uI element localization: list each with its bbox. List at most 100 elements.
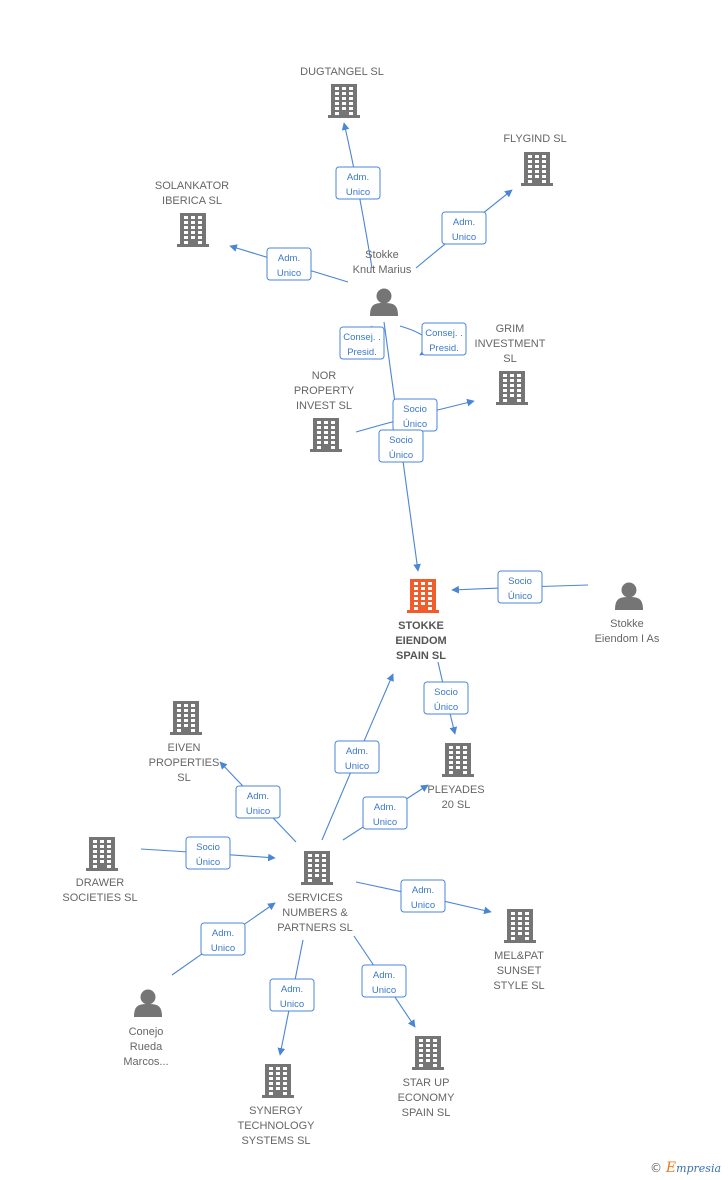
- relation-label-services-eiven[interactable]: Adm.Unico: [235, 785, 281, 819]
- node-label-line: NUMBERS &: [282, 907, 348, 919]
- node-label-line: STAR UP: [403, 1077, 450, 1089]
- relation-label-services-melpat[interactable]: Adm.Unico: [400, 879, 446, 913]
- relation-label-box[interactable]: [423, 681, 469, 715]
- node-label-line: SOCIETIES SL: [62, 892, 137, 904]
- relation-label-text: Unico: [346, 187, 370, 198]
- building-icon: [328, 84, 360, 118]
- relation-label-box[interactable]: [335, 166, 381, 200]
- node-dugtangel[interactable]: DUGTANGEL SL: [300, 66, 384, 118]
- node-label-line: SYNERGY: [249, 1105, 303, 1117]
- relation-label-text: Adm.: [281, 984, 303, 995]
- relation-label-knut-grim[interactable]: Consej. .Presid.: [421, 322, 467, 356]
- node-label-line: Conejo: [129, 1026, 164, 1038]
- building-icon: [407, 579, 439, 613]
- node-label-line: STOKKE: [398, 620, 444, 632]
- relation-label-box[interactable]: [497, 570, 543, 604]
- node-flygind[interactable]: FLYGIND SL: [503, 133, 567, 186]
- relation-label-text: Unico: [277, 268, 301, 279]
- relation-label-text: Socio: [403, 404, 427, 415]
- relation-label-text: Socio: [508, 576, 532, 587]
- relation-label-box[interactable]: [339, 326, 385, 360]
- relation-label-box[interactable]: [378, 429, 424, 463]
- person-icon: [370, 288, 398, 316]
- building-icon: [504, 909, 536, 943]
- relation-label-box[interactable]: [266, 247, 312, 281]
- relation-label-text: Único: [196, 857, 220, 868]
- relation-label-services-stokke_eiendom[interactable]: Adm.Unico: [334, 740, 380, 774]
- relation-label-text: Adm.: [278, 253, 300, 264]
- person-icon: [615, 582, 643, 610]
- relation-label-box[interactable]: [269, 978, 315, 1012]
- node-label-line: PROPERTY: [294, 385, 355, 397]
- relation-label-conejo-services[interactable]: Adm. Unico: [200, 922, 246, 956]
- relation-label-services-synergy[interactable]: Adm.Unico: [269, 978, 315, 1012]
- node-label-line: Rueda: [130, 1041, 163, 1053]
- relation-label-knut-flygind[interactable]: Adm.Unico: [441, 211, 487, 245]
- relation-label-knut-solankator[interactable]: Adm. Unico: [266, 247, 312, 281]
- relation-label-knut-dugtangel[interactable]: Adm.Unico: [335, 166, 381, 200]
- building-icon: [310, 418, 342, 452]
- building-icon: [177, 213, 209, 247]
- relation-label-box[interactable]: [334, 740, 380, 774]
- copyright-notice: © Empresia: [650, 1160, 721, 1176]
- node-label-line: GRIM: [496, 323, 525, 335]
- relation-label-text: Adm.: [373, 970, 395, 981]
- node-label-line: PLEYADES: [427, 784, 484, 796]
- node-label-line: STYLE SL: [493, 980, 544, 992]
- nodes-layer: DUGTANGEL SL FLYGIND SL SOLANKATORIBERICA …: [62, 66, 660, 1147]
- building-icon: [301, 851, 333, 885]
- relation-label-box[interactable]: [441, 211, 487, 245]
- building-icon: [86, 837, 118, 871]
- relation-label-box[interactable]: [185, 836, 231, 870]
- relation-label-box[interactable]: [421, 322, 467, 356]
- relation-label-text: Único: [403, 419, 427, 430]
- node-conejo[interactable]: ConejoRuedaMarcos...: [123, 989, 169, 1069]
- node-label-line: ECONOMY: [398, 1092, 456, 1104]
- relation-label-text: Adm.: [212, 928, 234, 939]
- relation-label-box[interactable]: [400, 879, 446, 913]
- node-label-line: IBERICA SL: [162, 195, 222, 207]
- relation-label-text: Único: [389, 450, 413, 461]
- relation-label-services-starup[interactable]: Adm.Unico: [361, 964, 407, 998]
- node-label-line: SERVICES: [287, 892, 342, 904]
- relation-label-services-pleyades[interactable]: Adm.Unico: [362, 796, 408, 830]
- relation-label-box[interactable]: [235, 785, 281, 819]
- relation-label-box[interactable]: [200, 922, 246, 956]
- node-label-line: MEL&PAT: [494, 950, 544, 962]
- relation-label-knut-nor[interactable]: Consej. .Presid.: [339, 326, 385, 360]
- node-label-line: PROPERTIES: [149, 757, 220, 769]
- node-label-line: Stokke: [365, 249, 399, 261]
- relation-label-text: Adm.: [412, 885, 434, 896]
- relation-label-text: Unico: [211, 943, 235, 954]
- relation-label-text: Único: [508, 591, 532, 602]
- copyright-symbol: ©: [650, 1161, 662, 1175]
- node-label-line: TECHNOLOGY: [237, 1120, 315, 1132]
- relation-label-text: Unico: [373, 817, 397, 828]
- relation-label-text: Presid.: [347, 347, 377, 358]
- relation-label-box[interactable]: [362, 796, 408, 830]
- node-label-line: Knut Marius: [353, 264, 412, 276]
- node-label-line: INVESTMENT: [475, 338, 546, 350]
- person-icon: [134, 989, 162, 1017]
- relation-label-box[interactable]: [361, 964, 407, 998]
- relation-label-text: Presid.: [429, 343, 459, 354]
